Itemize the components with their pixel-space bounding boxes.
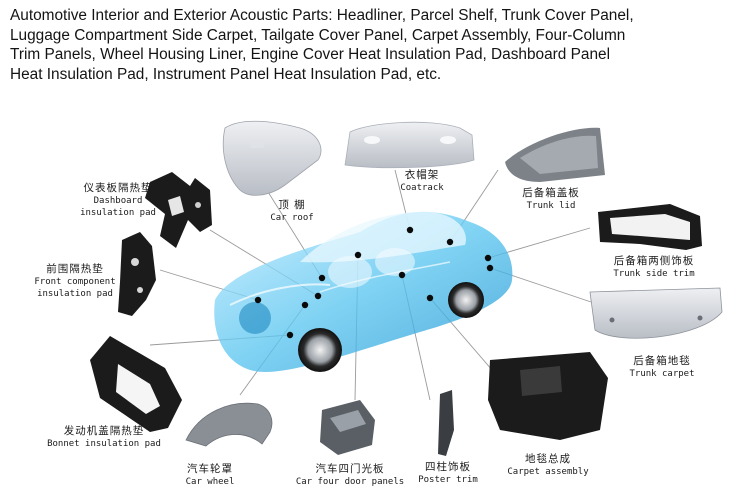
- part-car-four-door-panels-picture: [320, 400, 375, 455]
- leader-dots: [254, 226, 494, 339]
- label-poster-trim: 四柱饰板 Poster trim: [412, 460, 484, 486]
- label-front-component-insulation-pad: 前围隔热垫 Front component insulation pad: [20, 262, 130, 300]
- label-trunk-side-trim: 后备箱两侧饰板 Trunk side trim: [594, 254, 714, 280]
- part-car-roof-picture: [222, 120, 322, 196]
- heading-line-3: Trim Panels, Wheel Housing Liner, Engine…: [10, 46, 610, 63]
- part-carpet-assembly-picture: [488, 352, 608, 440]
- label-en: Dashboard: [93, 196, 143, 206]
- label-en: Trunk carpet: [629, 369, 695, 379]
- label-coatrack: 衣帽架 Coatrack: [382, 168, 462, 194]
- part-trunk-lid-picture: [505, 127, 605, 182]
- part-dashboard-insulation-pad-picture: [145, 172, 212, 248]
- label-bonnet-insulation-pad: 发动机盖隔热垫 Bonnet insulation pad: [40, 424, 168, 450]
- label-zh: 地毯总成: [525, 453, 571, 465]
- part-trunk-side-trim-picture: [598, 204, 702, 250]
- label-trunk-lid: 后备箱盖板 Trunk lid: [505, 186, 597, 212]
- part-trunk-carpet-picture: [589, 287, 723, 339]
- heading-line-1: Automotive Interior and Exterior Acousti…: [10, 7, 634, 24]
- label-en: Car roof: [270, 213, 314, 223]
- label-car-wheel: 汽车轮罩 Car wheel: [175, 462, 245, 488]
- heading-line-2: Luggage Compartment Side Carpet, Tailgat…: [10, 26, 626, 44]
- label-zh: 仪表板隔热垫: [83, 182, 153, 194]
- label-zh: 前围隔热垫: [46, 263, 104, 275]
- label-zh: 发动机盖隔热垫: [63, 425, 145, 437]
- label-zh: 汽车四门光板: [315, 463, 385, 475]
- part-car-wheel-picture: [185, 402, 273, 447]
- label-en: Car wheel: [185, 477, 235, 487]
- label-en: Coatrack: [400, 183, 444, 193]
- label-zh: 衣帽架: [404, 169, 440, 181]
- heading-line-4: Heat Insulation Pad, Instrument Panel He…: [10, 65, 442, 83]
- label-en: Bonnet insulation pad: [47, 439, 161, 449]
- label-en: Front component: [34, 277, 116, 287]
- part-coatrack-picture: [344, 121, 475, 169]
- label-zh: 后备箱两侧饰板: [613, 255, 695, 267]
- label-zh: 汽车轮罩: [187, 463, 233, 475]
- part-front-component-insulation-pad-picture: [118, 232, 156, 316]
- label-car-roof: 顶 棚 Car roof: [252, 198, 332, 224]
- diagram-heading: Automotive Interior and Exterior Acousti…: [10, 6, 746, 84]
- label-zh: 四柱饰板: [425, 461, 471, 473]
- label-trunk-carpet: 后备箱地毯 Trunk carpet: [612, 354, 712, 380]
- label-en: Car four door panels: [295, 477, 405, 487]
- label-en: Trunk side trim: [613, 269, 695, 279]
- label-en: Carpet assembly: [507, 467, 589, 477]
- label-zh: 后备箱盖板: [522, 187, 580, 199]
- label-car-four-door-panels: 汽车四门光板 Car four door panels: [286, 462, 414, 488]
- label-en: Poster trim: [418, 475, 478, 485]
- label-en: insulation pad: [37, 289, 113, 299]
- label-zh: 后备箱地毯: [633, 355, 691, 367]
- label-carpet-assembly: 地毯总成 Carpet assembly: [498, 452, 598, 478]
- label-en: insulation pad: [80, 208, 156, 218]
- label-en: Trunk lid: [526, 201, 576, 211]
- part-bonnet-insulation-pad-picture: [90, 336, 182, 432]
- label-dashboard-insulation-pad: 仪表板隔热垫 Dashboard insulation pad: [58, 181, 178, 219]
- label-zh: 顶 棚: [278, 199, 306, 211]
- part-poster-trim-picture: [438, 390, 454, 456]
- transparent-car: [214, 211, 513, 372]
